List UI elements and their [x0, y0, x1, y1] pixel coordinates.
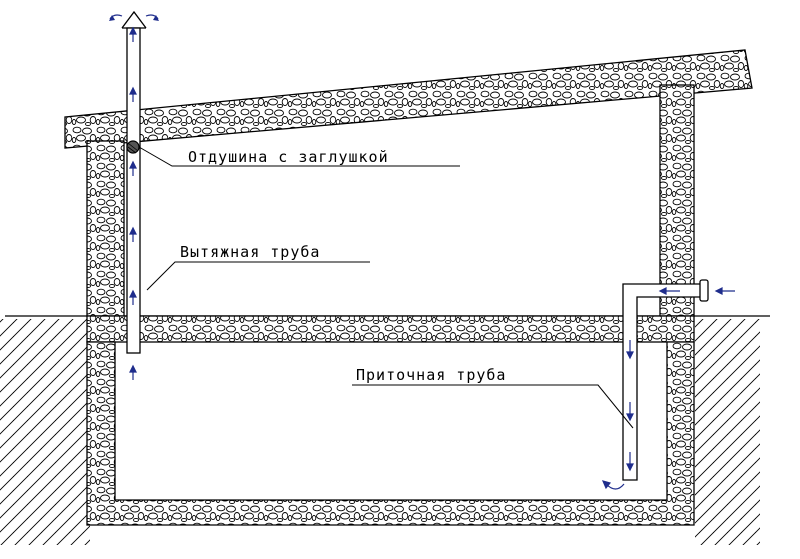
pipe-cap — [109, 10, 159, 29]
leader-lines — [138, 146, 634, 429]
left-wall-upper — [86, 140, 125, 317]
label-supply-pipe: Приточная труба — [356, 366, 506, 384]
soil-hatching-left — [0, 319, 90, 545]
soil-hatching-right — [695, 319, 760, 545]
label-exhaust-pipe: Вытяжная труба — [180, 243, 320, 261]
roof-slab — [64, 49, 753, 149]
right-wall-upper — [659, 84, 695, 317]
ground-slab — [86, 315, 695, 343]
supply-pipe-inlet — [699, 279, 709, 302]
label-vent-plug: Отдушина с заглушкой — [188, 148, 389, 166]
exhaust-flow-arrows — [129, 26, 137, 380]
cellar-walls — [86, 341, 695, 526]
supply-flow-arrows — [601, 287, 735, 490]
